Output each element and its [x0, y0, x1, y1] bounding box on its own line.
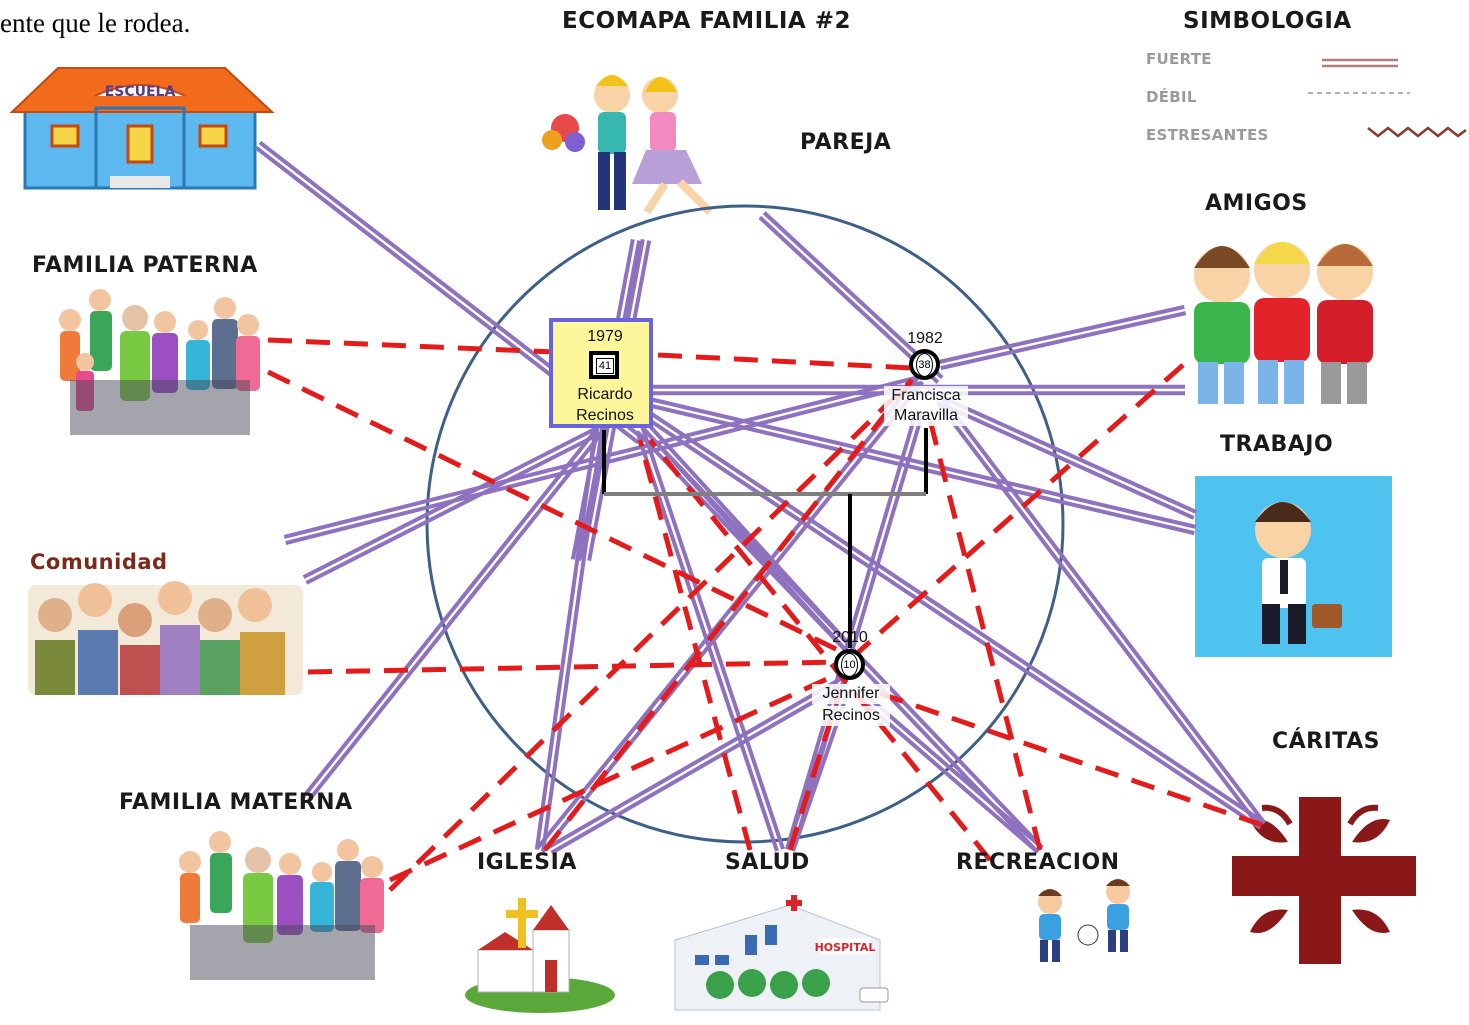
label-iglesia: IGLESIA: [477, 850, 577, 875]
weak-line-amigos-jennifer: [853, 363, 1185, 657]
legend-title: SIMBOLOGIA: [1183, 8, 1352, 34]
label-familia-paterna: FAMILIA PATERNA: [32, 253, 258, 278]
familia-materna-illustration: [175, 831, 390, 985]
iglesia-illustration: [465, 898, 615, 1013]
hospital-sign: HOSPITAL: [815, 941, 876, 954]
strong-line-ricardo-familia-materna: [300, 426, 605, 804]
label-recreacion: RECREACION: [956, 850, 1120, 875]
family-boundary-circle: [425, 204, 1065, 844]
amigos-illustration: [1194, 242, 1373, 404]
label-caritas: CÁRITAS: [1272, 729, 1380, 754]
recreacion-illustration: [1038, 879, 1130, 962]
strong-line-ricardo-comunidad: [302, 425, 603, 585]
label-amigos: AMIGOS: [1205, 191, 1308, 216]
father-name-line2: Recinos: [576, 407, 634, 424]
weak-line-salud-jennifer: [787, 689, 843, 851]
weak-line-recreacion-ricardo: [648, 438, 992, 862]
weak-line-iglesia-francisca: [543, 378, 914, 852]
strong-line-francisca-caritas: [935, 396, 1267, 829]
weak-line-materna-jennifer: [388, 669, 844, 883]
legend-stressful-label: ESTRESANTES: [1146, 126, 1269, 144]
salud-illustration: HOSPITAL: [674, 895, 889, 1011]
strong-line-ricardo-jennifer: [636, 416, 854, 654]
genogram-connectors: [602, 428, 928, 648]
comunidad-illustration: [28, 581, 303, 695]
familia-paterna-illustration: [59, 289, 260, 440]
child-age-symbol: 10: [834, 649, 865, 680]
father-name-line1: Ricardo: [577, 386, 633, 403]
legend-stressful-line: [1367, 126, 1467, 138]
father-age: 41: [596, 358, 614, 374]
child-name-line1: Jennifer: [812, 684, 890, 704]
pareja-illustration: [542, 75, 713, 215]
intro-text: ente que le rodea.: [0, 8, 191, 38]
weak-line-comunidad-jennifer: [307, 659, 841, 675]
weak-line-paterna-ricardo: [267, 337, 556, 355]
mother-name-line2: Maravilla: [884, 406, 968, 426]
label-salud: SALUD: [725, 850, 810, 875]
label-comunidad: Comunidad: [30, 550, 168, 574]
escuela-sign: ESCUELA: [105, 84, 176, 100]
weak-line-caritas-jennifer: [869, 687, 1263, 828]
label-pareja: PAREJA: [800, 130, 892, 155]
strong-relationships: [254, 140, 1267, 855]
legend-weak-label: DÉBIL: [1146, 88, 1197, 106]
mother-year: 1982: [907, 330, 943, 347]
label-familia-materna: FAMILIA MATERNA: [119, 790, 353, 815]
father-age-symbol: 41: [589, 351, 619, 379]
weak-line-ricardo-francisca: [657, 352, 913, 371]
child-age: 10: [838, 652, 861, 677]
caritas-logo: [1232, 797, 1416, 964]
page-title: ECOMAPA FAMILIA #2: [562, 8, 851, 34]
mother-age-symbol: 38: [909, 349, 940, 380]
weak-line-materna-francisca: [388, 378, 914, 892]
strong-line-ricardo-iglesia: [534, 419, 606, 851]
weak-relationships: [266, 337, 1263, 892]
legend-strong-label: FUERTE: [1146, 50, 1212, 68]
strong-line-jennifer-iglesia: [547, 675, 848, 855]
father-node: [549, 318, 653, 428]
weak-line-paterna-jennifer: [266, 369, 844, 655]
legend-strong-line: [1322, 58, 1398, 68]
child-year: 2010: [832, 629, 868, 646]
strong-line-ricardo-caritas: [637, 405, 1265, 830]
label-trabajo: TRABAJO: [1220, 432, 1334, 457]
trabajo-illustration: [1195, 476, 1392, 657]
mother-name-line1: Francisca: [884, 386, 968, 406]
father-year: 1979: [587, 328, 623, 345]
child-name-line2: Recinos: [812, 706, 890, 726]
strong-line-francisca-amigos: [938, 304, 1187, 371]
weak-line-salud-ricardo: [637, 439, 753, 851]
escuela-illustration: ESCUELA: [9, 67, 275, 190]
strong-line-pareja-francisca: [758, 211, 944, 384]
mother-age: 38: [913, 352, 936, 377]
strong-line-francisca-trabajo: [937, 395, 1198, 520]
